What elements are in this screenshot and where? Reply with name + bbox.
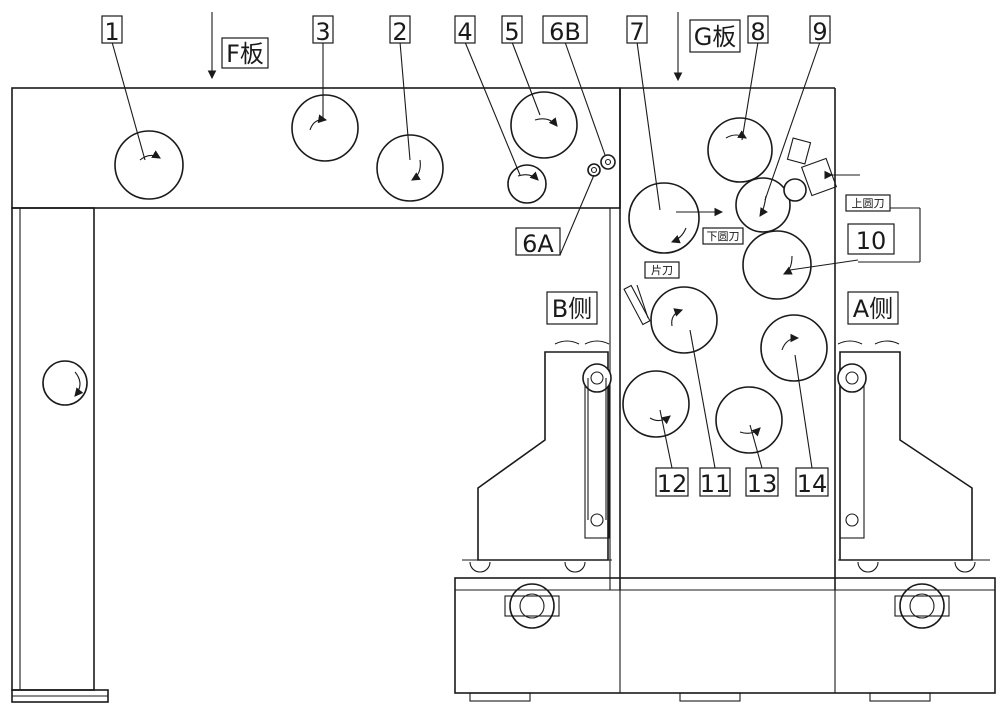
- roller-2: [376, 134, 444, 202]
- label-13: 13: [747, 470, 778, 498]
- leader-lines: [111, 41, 921, 469]
- label-6a: 6A: [522, 230, 554, 258]
- label-side-a: A侧: [853, 295, 893, 323]
- roller-9: [735, 177, 791, 233]
- label-plate-g: G板: [694, 23, 737, 51]
- roller-12: [622, 370, 690, 438]
- label-3: 3: [315, 18, 330, 46]
- label-9: 9: [812, 18, 827, 46]
- label-4: 4: [457, 18, 472, 46]
- knife-assembly: [623, 137, 860, 326]
- roller-7: [628, 182, 700, 254]
- roller-5: [510, 91, 578, 159]
- label-10: 10: [856, 227, 887, 255]
- roller-3: [291, 94, 359, 162]
- label-5: 5: [504, 18, 519, 46]
- roller-8: [707, 117, 773, 183]
- label-lower-knife: 下圆刀: [707, 230, 740, 243]
- label-11: 11: [700, 470, 731, 498]
- label-plate-f: F板: [226, 40, 264, 68]
- roller-1: [114, 130, 184, 200]
- number-labels: 1 3 2 4 5 6B 6A 7 8 9 10 12 11 13 14: [101, 15, 895, 498]
- machine-base: [454, 577, 996, 702]
- roller-10: [742, 230, 812, 300]
- roller-13: [715, 386, 783, 454]
- label-14: 14: [797, 470, 828, 498]
- label-12: 12: [657, 470, 688, 498]
- label-8: 8: [750, 18, 765, 46]
- roller-6b: [600, 154, 616, 170]
- label-blade: 片刀: [651, 264, 673, 277]
- label-2: 2: [392, 18, 407, 46]
- label-upper-knife: 上圆刀: [852, 197, 885, 210]
- roller-6a: [587, 163, 601, 177]
- b-side-stand: [462, 340, 612, 579]
- text-labels: F板 G板 B侧 A侧 上圆刀 下圆刀 片刀: [221, 19, 899, 325]
- a-side-stand: [837, 340, 990, 579]
- label-side-b: B侧: [552, 295, 592, 323]
- label-7: 7: [629, 18, 644, 46]
- roller-4: [507, 164, 547, 204]
- roller-idle-left: [42, 360, 88, 406]
- input-arrows: [207, 12, 683, 82]
- rollers: [42, 91, 828, 454]
- label-1: 1: [104, 18, 119, 46]
- right-frame: [609, 87, 836, 590]
- roller-11: [650, 286, 718, 354]
- roller-14: [760, 314, 828, 382]
- label-6b: 6B: [549, 18, 581, 46]
